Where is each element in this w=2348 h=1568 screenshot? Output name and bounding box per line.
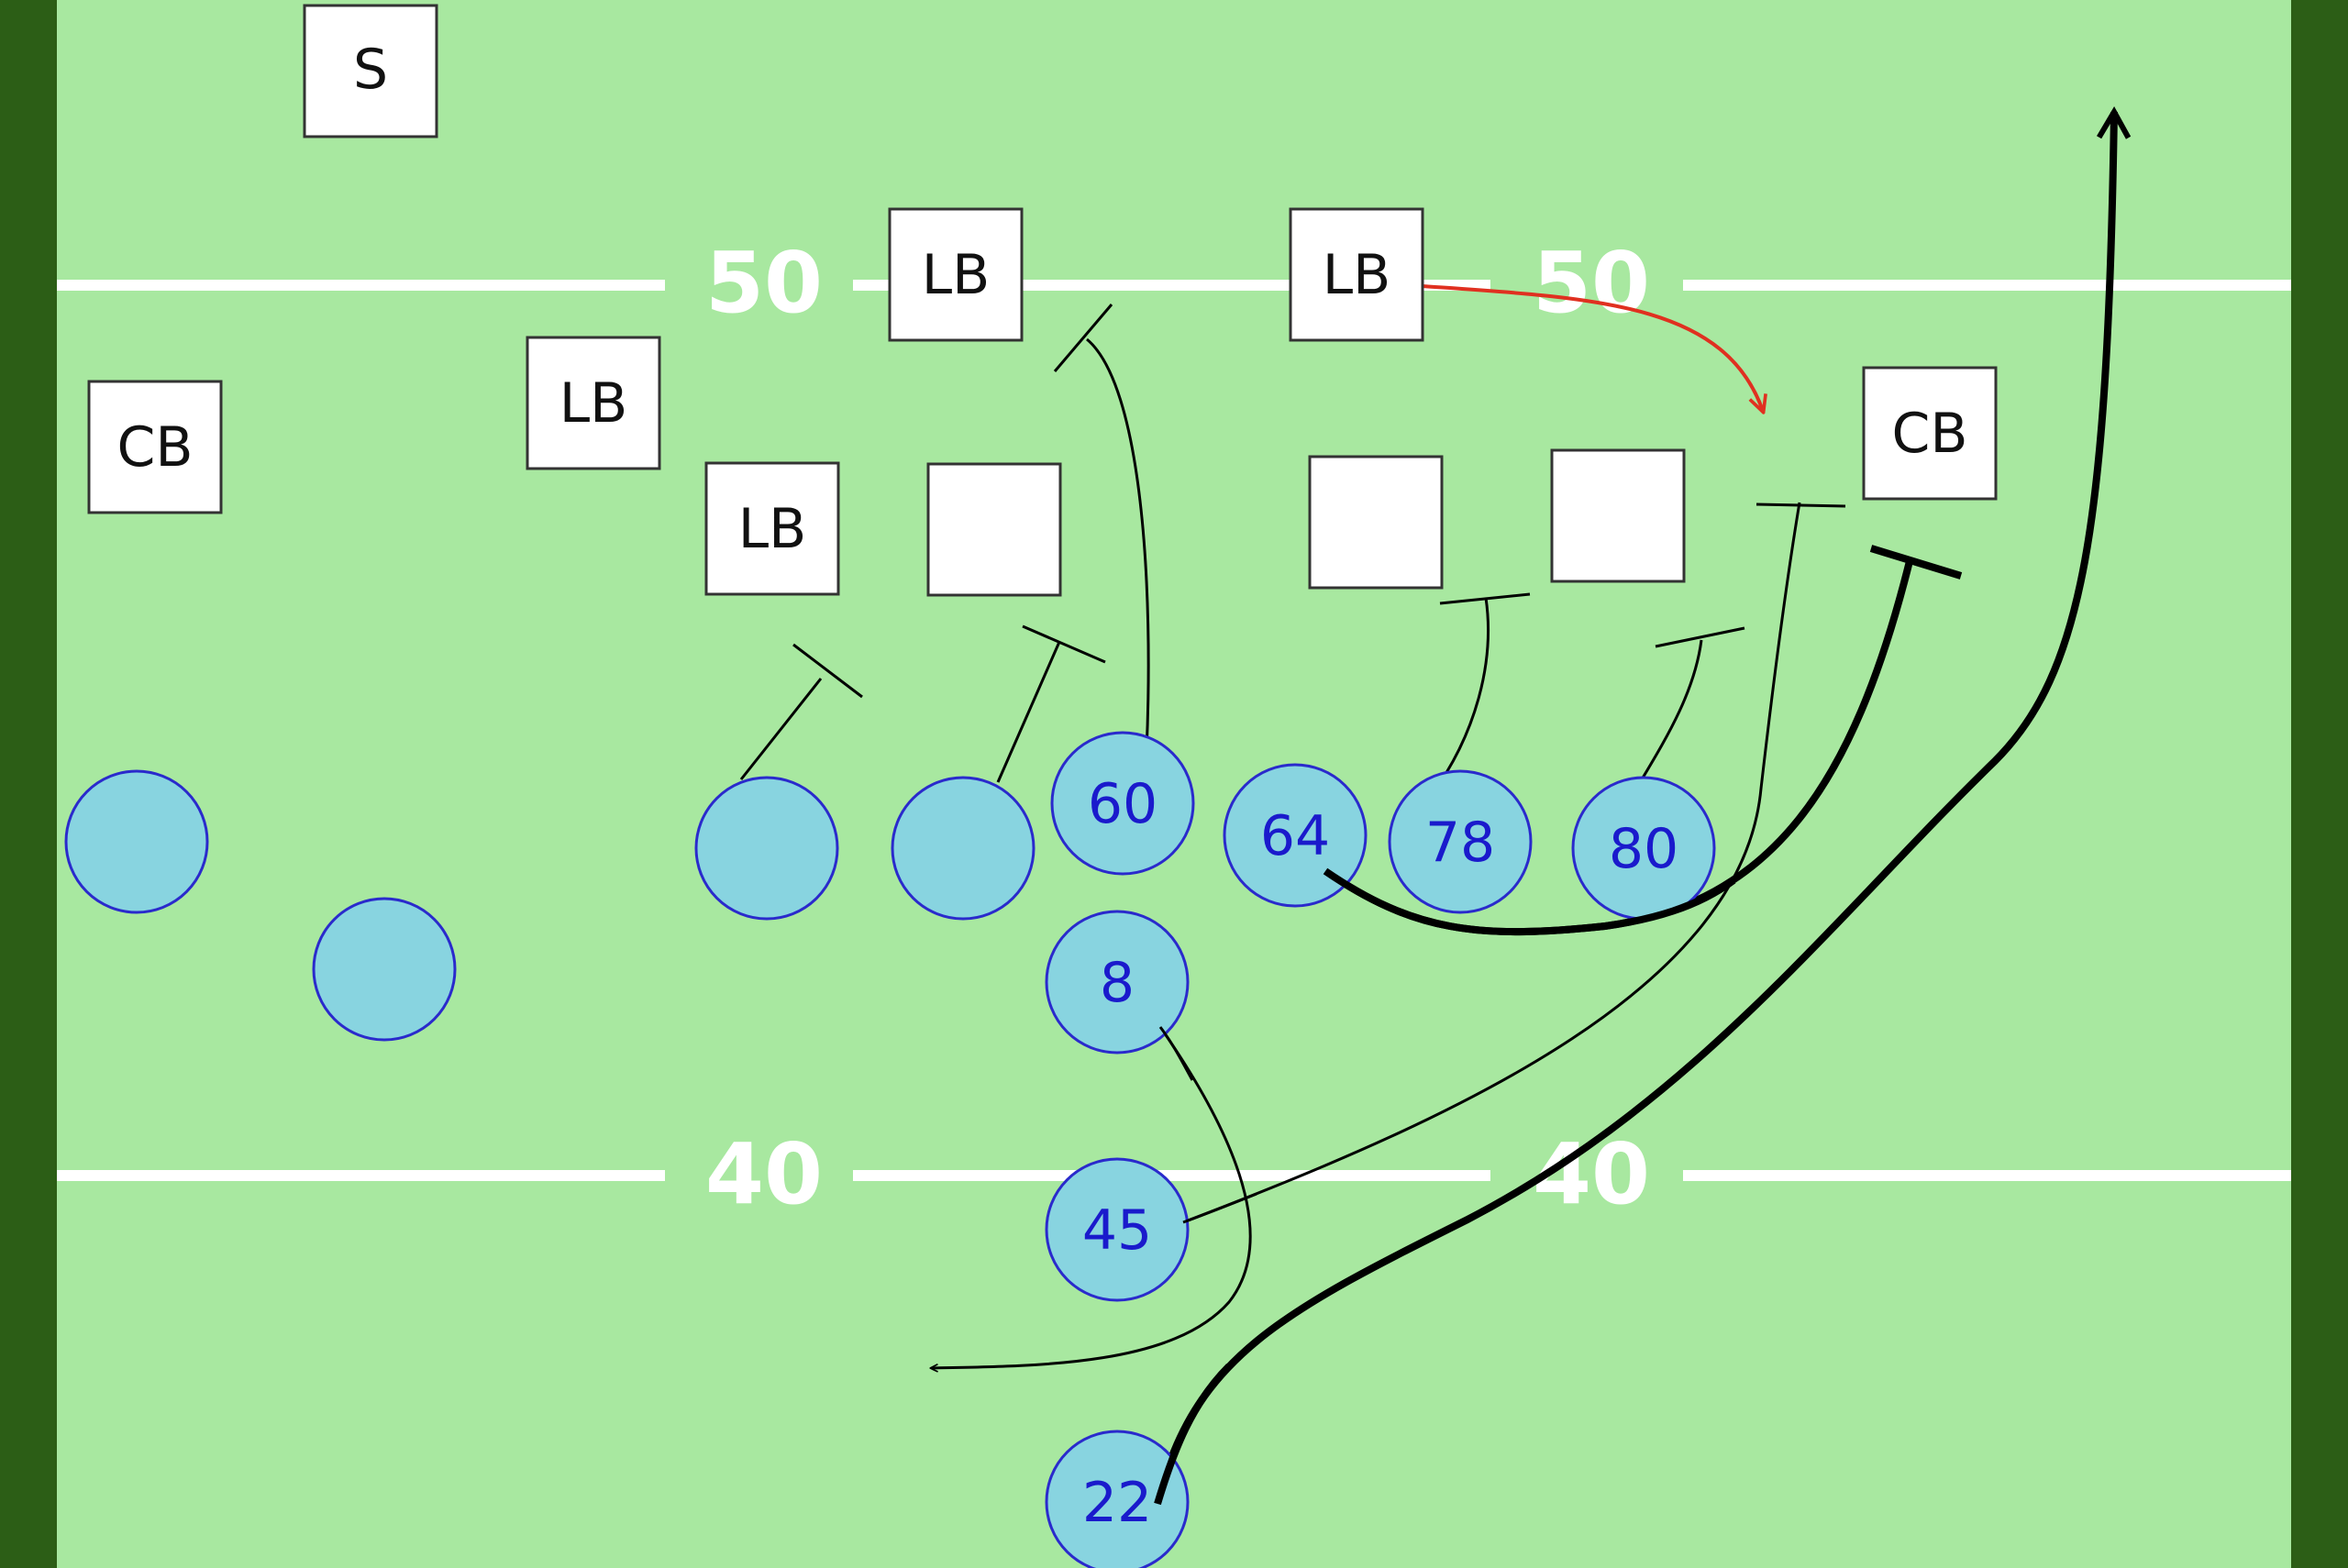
route-fb-start-overlay <box>1182 1192 1257 1224</box>
offense-rb: 22 <box>1045 1430 1190 1568</box>
defense: S CB LB LB LB LB CB <box>87 4 1998 597</box>
offense-label: 45 <box>1082 1198 1152 1263</box>
offense-label: 60 <box>1088 772 1157 836</box>
defender-cb-right: CB <box>1862 366 1998 501</box>
yard-line-40: 40 40 <box>57 1125 2291 1223</box>
offense-rt: 78 <box>1388 769 1533 914</box>
defender-dl-1 <box>926 462 1062 597</box>
defender-s: S <box>303 4 438 138</box>
defender-label: LB <box>738 497 807 561</box>
defender-lb-inside: LB <box>704 461 840 596</box>
route-lb-stunt <box>1421 284 1763 411</box>
offense-c: 60 <box>1050 731 1195 876</box>
defender-cb-left: CB <box>87 380 223 514</box>
offense-fb: 45 <box>1045 1157 1190 1302</box>
block-te <box>1640 626 1745 780</box>
defender-label: LB <box>1323 243 1391 307</box>
defender-label: CB <box>1891 402 1967 466</box>
defender-lb-mike: LB <box>888 207 1024 342</box>
block-c <box>1053 304 1150 753</box>
route-rg-pull-overlay <box>1323 867 1736 936</box>
route-qb-start-overlay <box>1158 1026 1194 1081</box>
offense-label: 22 <box>1082 1471 1152 1535</box>
sideline-right <box>2291 0 2348 1568</box>
offense: 60 64 78 80 8 45 22 <box>64 731 1716 1568</box>
route-qb <box>931 1026 1252 1368</box>
offense-wr-left <box>64 769 209 914</box>
defender-lb-outside: LB <box>526 336 661 470</box>
defender-label: CB <box>116 415 193 480</box>
offense-label: 78 <box>1425 811 1495 875</box>
offense-slot-left <box>312 897 457 1042</box>
blocking-assignments <box>739 304 1745 797</box>
defender-label: LB <box>559 371 628 436</box>
defender-label: LB <box>922 243 991 307</box>
yard-number-left: 50 <box>705 234 823 332</box>
defender-lb-will: LB <box>1289 207 1424 342</box>
route-rb <box>1154 105 2132 1505</box>
offense-label: 8 <box>1100 951 1135 1015</box>
defender-dl-3 <box>1550 448 1686 583</box>
offense-lg <box>891 776 1036 921</box>
offense-te: 80 <box>1571 776 1716 921</box>
route-rb-start-overlay <box>1154 1364 1232 1506</box>
offense-label: 64 <box>1260 804 1330 868</box>
yard-number-left: 40 <box>705 1125 823 1223</box>
offense-lt <box>694 776 839 921</box>
defender-label: S <box>353 38 388 102</box>
offense-label: 80 <box>1609 817 1678 881</box>
block-lg <box>996 624 1106 783</box>
offense-qb: 8 <box>1045 910 1190 1055</box>
defender-dl-2 <box>1308 455 1444 590</box>
sideline-left <box>0 0 57 1568</box>
block-lt <box>739 643 863 780</box>
yard-number-right: 50 <box>1533 234 1650 332</box>
